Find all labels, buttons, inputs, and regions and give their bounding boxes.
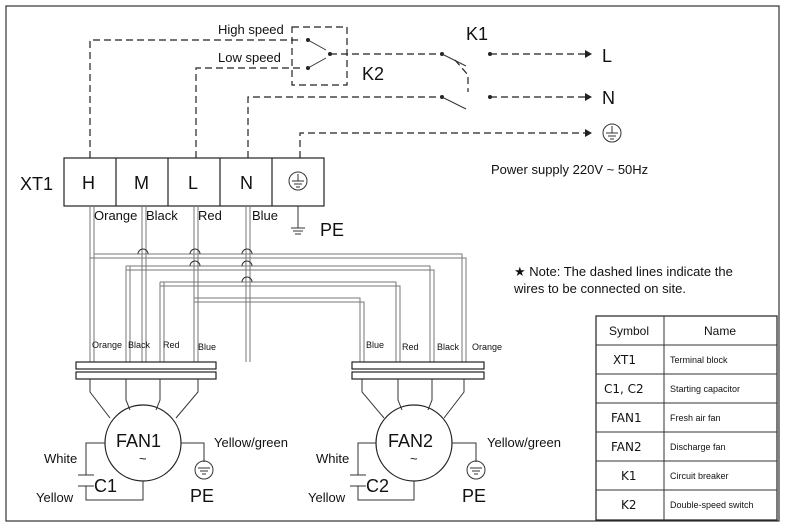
terminal-n: N	[240, 173, 253, 193]
legend-symbol-k1: K1	[621, 469, 637, 483]
legend-name-c1c2: Starting capacitor	[670, 384, 740, 394]
terminal-m: M	[134, 173, 149, 193]
fan2-wire-blue: Blue	[366, 340, 384, 350]
fan2-ground-label: Yellow/green	[487, 435, 561, 450]
wire-harness	[89, 206, 467, 362]
fan1-pe: PE	[190, 486, 214, 506]
legend-header-symbol: Symbol	[609, 324, 649, 338]
pe-ground-icon	[291, 206, 305, 235]
xt1-label: XT1	[20, 174, 53, 194]
fan2-pe: PE	[462, 486, 486, 506]
fan2-connector	[351, 361, 485, 380]
fan2-wire-orange: Orange	[472, 342, 502, 352]
legend-symbol-fan1: FAN1	[611, 411, 642, 425]
legend-symbol-c1c2: C1, C2	[604, 382, 644, 396]
terminal-ground-icon	[288, 171, 308, 191]
fan2-motor	[350, 379, 486, 501]
pe-label: PE	[320, 220, 344, 240]
legend-name-fan1: Fresh air fan	[670, 413, 721, 423]
terminal-l: L	[188, 173, 198, 193]
diagram-frame	[5, 5, 780, 522]
legend-symbol-fan2: FAN2	[611, 440, 642, 454]
supply-l-label: L	[602, 46, 612, 66]
wire-color-orange: Orange	[94, 208, 137, 223]
fan1-tilde: ~	[139, 451, 147, 466]
fan1-wire-blue: Blue	[198, 342, 216, 352]
wire-color-blue: Blue	[252, 208, 278, 223]
fan1-ground-label: Yellow/green	[214, 435, 288, 450]
high-speed-label: High speed	[218, 22, 284, 37]
fan2-capacitor: C2	[366, 476, 389, 496]
k1-label: K1	[466, 24, 488, 44]
wire-color-black: Black	[146, 208, 178, 223]
fan1-capacitor: C1	[94, 476, 117, 496]
fan2-name: FAN2	[388, 431, 433, 451]
fan1-wire-red: Red	[163, 340, 180, 350]
fan2-white: White	[316, 451, 349, 466]
k2-switch-box	[291, 26, 348, 86]
fan1-wire-orange: Orange	[92, 340, 122, 350]
legend-name-fan2: Discharge fan	[670, 442, 726, 452]
low-speed-label: Low speed	[218, 50, 281, 65]
legend-name-k1: Circuit breaker	[670, 471, 729, 481]
legend-symbol-xt1: XT1	[613, 353, 636, 367]
terminal-h: H	[82, 173, 95, 193]
note-line-2: wires to be connected on site.	[513, 281, 686, 296]
k2-label: K2	[362, 64, 384, 84]
legend-name-xt1: Terminal block	[670, 355, 728, 365]
legend-name-k2: Double-speed switch	[670, 500, 754, 510]
fan1-yellow: Yellow	[36, 490, 74, 505]
fan1-wire-black: Black	[128, 340, 151, 350]
supply-n-label: N	[602, 88, 615, 108]
fan1-white: White	[44, 451, 77, 466]
fan1-motor	[78, 379, 214, 501]
legend-symbol-k2: K2	[621, 498, 637, 512]
field-wiring	[89, 26, 592, 158]
fan2-wire-red: Red	[402, 342, 419, 352]
fan1-name: FAN1	[116, 431, 161, 451]
fan2-wire-black: Black	[437, 342, 460, 352]
supply-ground-icon	[602, 123, 622, 143]
legend-table	[595, 315, 778, 521]
fan2-tilde: ~	[410, 451, 418, 466]
fan2-yellow: Yellow	[308, 490, 346, 505]
wire-color-red: Red	[198, 208, 222, 223]
note-line-1: ★ Note: The dashed lines indicate the	[514, 264, 733, 279]
power-supply-label: Power supply 220V ~ 50Hz	[491, 162, 648, 177]
legend-header-name: Name	[704, 324, 736, 338]
fan1-connector	[75, 361, 217, 380]
